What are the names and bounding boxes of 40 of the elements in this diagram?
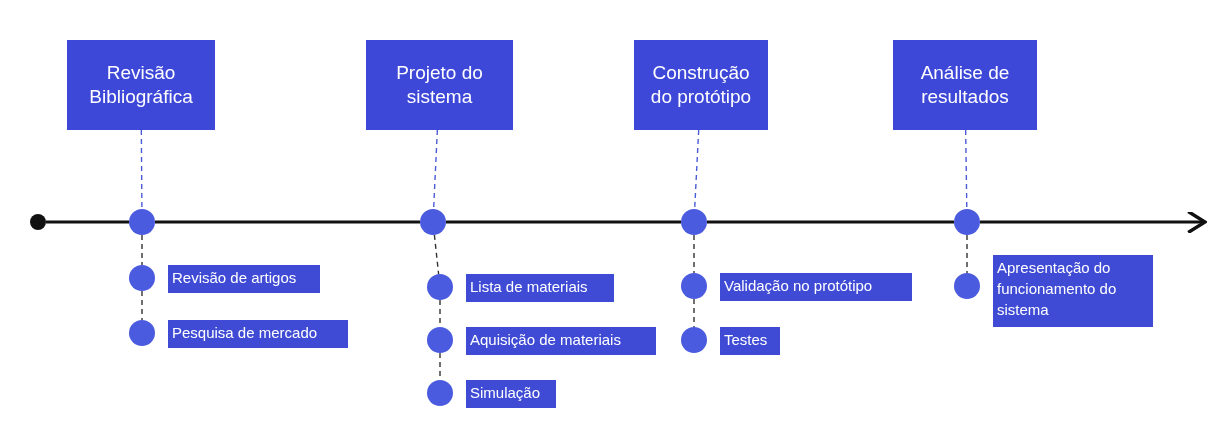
task-dot	[954, 273, 980, 299]
task-label: Testes	[720, 327, 780, 355]
dashed-line	[693, 298, 695, 328]
task-label: Aquisição de materiais	[466, 327, 656, 355]
dashed-line	[693, 129, 700, 210]
phase-box: Análise de resultados	[893, 40, 1037, 130]
dashed-line	[964, 129, 968, 210]
dashed-line	[966, 234, 968, 274]
dashed-line	[432, 129, 439, 210]
milestone-dot	[954, 209, 980, 235]
task-label: Revisão de artigos	[168, 265, 320, 293]
task-dot	[681, 327, 707, 353]
dashed-line	[140, 129, 143, 210]
task-dot	[427, 274, 453, 300]
dashed-line	[141, 234, 143, 266]
timeline-line	[446, 220, 681, 224]
task-dot	[129, 320, 155, 346]
dashed-line	[693, 234, 695, 274]
task-dot	[681, 273, 707, 299]
dashed-line	[433, 234, 440, 275]
milestone-dot	[681, 209, 707, 235]
task-label: Validação no protótipo	[720, 273, 912, 301]
task-label: Simulação	[466, 380, 556, 408]
task-dot	[427, 380, 453, 406]
milestone-dot	[129, 209, 155, 235]
timeline-line	[46, 220, 129, 224]
phase-box: Construção do protótipo	[634, 40, 768, 130]
phase-box: Revisão Bibliográfica	[67, 40, 215, 130]
task-label: Lista de materiais	[466, 274, 614, 302]
timeline-line	[707, 220, 954, 224]
start-dot	[30, 214, 46, 230]
task-dot	[427, 327, 453, 353]
task-label: Apresentação do funcionamento do sistema	[993, 255, 1153, 327]
task-label: Pesquisa de mercado	[168, 320, 348, 348]
milestone-dot	[420, 209, 446, 235]
phase-box: Projeto do sistema	[366, 40, 513, 130]
task-dot	[129, 265, 155, 291]
dashed-line	[141, 290, 143, 321]
arrow	[980, 209, 1207, 235]
timeline-line	[155, 220, 420, 224]
